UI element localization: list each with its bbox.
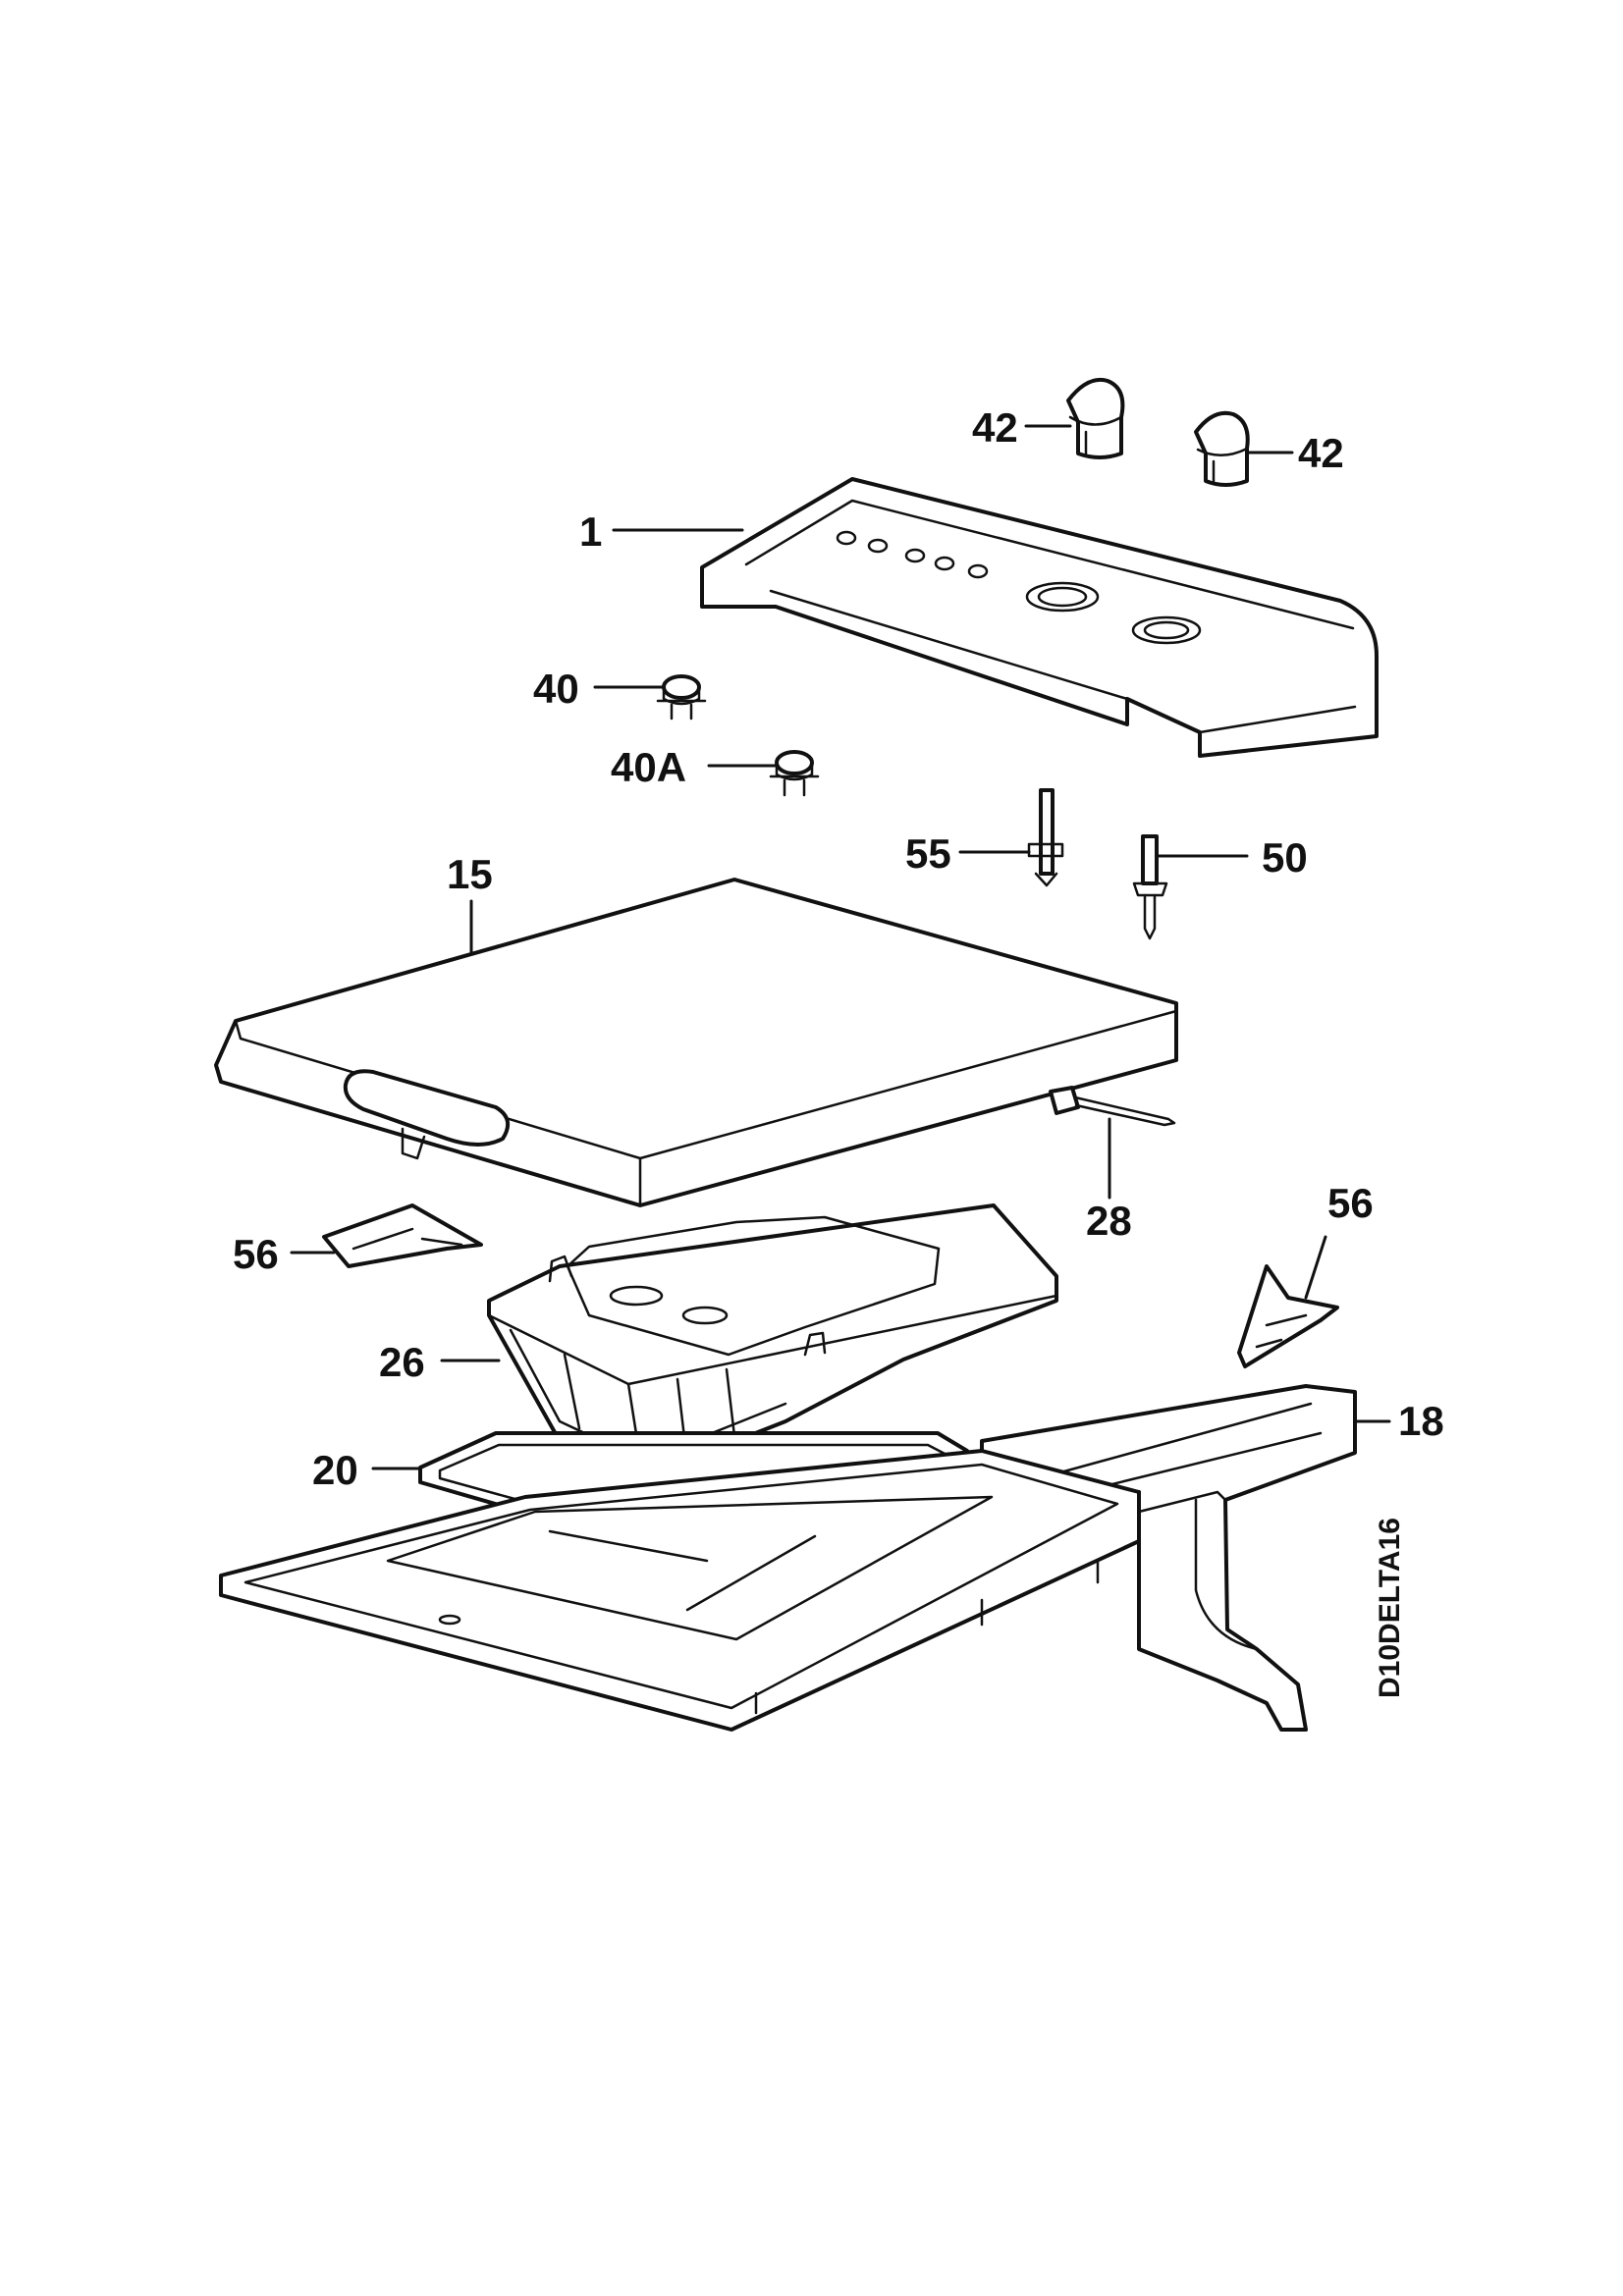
button-40a[interactable] [769, 750, 820, 797]
callout-55: 55 [905, 830, 951, 877]
callout-42-right: 42 [1298, 430, 1344, 476]
callout-1: 1 [579, 508, 602, 555]
screw-28[interactable] [1049, 1086, 1176, 1127]
callout-56-right: 56 [1327, 1180, 1374, 1226]
callout-56-left: 56 [233, 1231, 279, 1277]
knob-42-right[interactable] [1194, 410, 1250, 487]
switch-55[interactable] [1027, 788, 1064, 887]
callout-50: 50 [1262, 834, 1308, 881]
callout-40: 40 [533, 666, 579, 712]
bracket-56-right[interactable] [1237, 1264, 1339, 1368]
callout-40a: 40A [611, 744, 686, 790]
callout-20: 20 [312, 1447, 358, 1493]
button-40[interactable] [656, 674, 707, 721]
base-tray[interactable] [219, 1449, 1141, 1732]
callout-labels: 42 42 1 40 40A 55 50 15 28 56 56 26 18 2… [233, 404, 1444, 1493]
callout-15: 15 [447, 851, 493, 897]
leader-lines [290, 424, 1391, 1470]
drawing-code: D10DELTA16 [1374, 1518, 1406, 1698]
callout-28: 28 [1086, 1198, 1132, 1244]
callout-42-left: 42 [972, 404, 1018, 451]
knob-42-left[interactable] [1066, 378, 1125, 459]
control-panel-1[interactable] [700, 477, 1379, 758]
callout-26: 26 [379, 1339, 425, 1385]
detergent-drawer-26[interactable] [487, 1203, 1058, 1479]
top-lid-15[interactable] [214, 878, 1178, 1207]
bracket-56-left[interactable] [322, 1203, 483, 1268]
callout-18: 18 [1398, 1398, 1444, 1444]
pin-50[interactable] [1132, 834, 1168, 940]
